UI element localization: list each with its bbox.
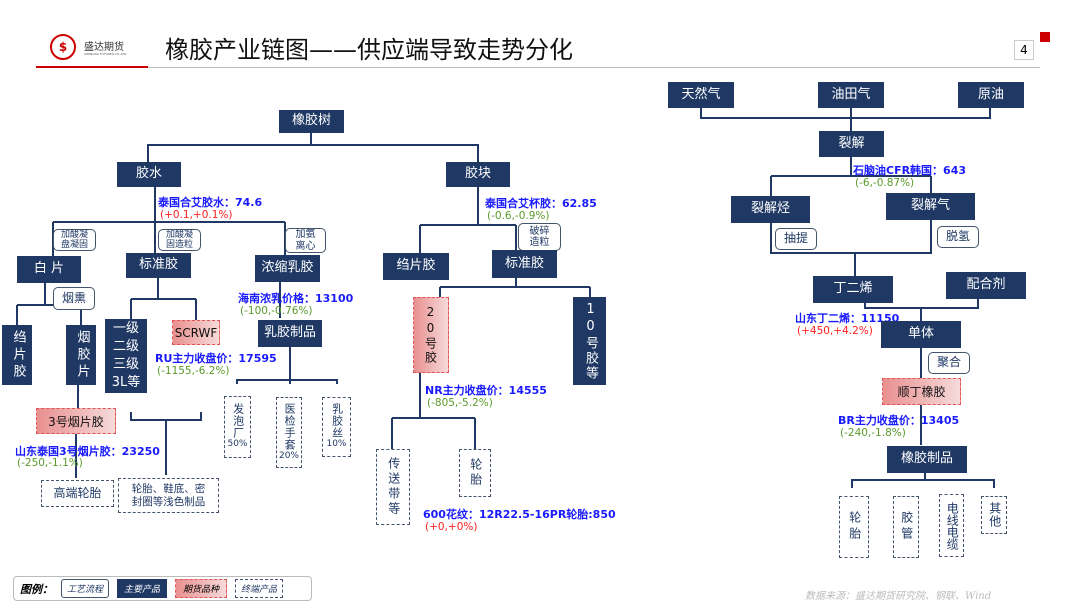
latex-price: 泰国合艾胶水：74.6 xyxy=(158,196,263,209)
node-monomer: 单体 xyxy=(881,321,961,348)
end-light-products: 轮胎、鞋底、密 封圈等浅色制品 xyxy=(118,478,219,513)
future-rss3: 3号烟片胶 xyxy=(36,408,116,434)
node-rubber-products: 橡胶制品 xyxy=(887,446,967,473)
legend-main: 主要产品 xyxy=(117,579,168,598)
end-hose: 胶管 xyxy=(893,496,919,558)
legend: 图例： 工艺流程 主要产品 期货品种 终端产品 xyxy=(13,576,312,601)
logo-sub: SHENGDA FUTURES CO.,LTD. xyxy=(84,52,128,56)
cup-price: 泰国合艾杯胶：62.85 xyxy=(485,197,597,210)
naphtha-change: (-6,-0.87%) xyxy=(855,177,915,189)
logo: $ xyxy=(50,34,76,60)
cup-change: (-0.6,-0.9%) xyxy=(487,210,550,222)
ru-price: RU主力收盘价：17595 xyxy=(155,352,277,365)
end-foam-label: 发泡厂 xyxy=(231,403,245,440)
node-compound: 配合剂 xyxy=(946,272,1026,299)
end-tire: 轮胎 xyxy=(459,449,491,497)
node-latex: 胶水 xyxy=(117,162,181,187)
future-scrwf: SCRWF xyxy=(172,320,220,345)
tire-price: 600花纹：12R22.5-16PR轮胎:850 xyxy=(423,508,616,521)
header-red-line xyxy=(36,66,148,68)
future-br: 顺丁橡胶 xyxy=(882,378,961,405)
legend-title: 图例： xyxy=(20,582,53,596)
naphtha-price: 石脑油CFR韩国：643 xyxy=(853,164,967,177)
node-white-sheet: 白 片 xyxy=(17,256,81,283)
logo-name: 盛达期货 xyxy=(84,42,124,53)
node-standard-rubber-2: 标准胶 xyxy=(492,250,557,278)
nr-change: (-805,-5.2%) xyxy=(427,397,493,409)
butadiene-price: 山东丁二烯：11150 xyxy=(795,312,900,325)
node-rubber-tree: 橡胶树 xyxy=(279,110,344,133)
end-belt: 传送带等 xyxy=(376,449,410,525)
end-cable: 电线电缆 xyxy=(939,494,964,557)
nr-price: NR主力收盘价：14555 xyxy=(425,384,547,397)
process-ammonia: 加氨 离心 xyxy=(285,228,326,253)
header-gray-line xyxy=(148,67,1040,68)
node-butadiene: 丁二烯 xyxy=(813,276,893,303)
node-natural-gas: 天然气 xyxy=(668,82,734,108)
end-thread-pct: 10% xyxy=(326,439,347,450)
corner-mark xyxy=(1040,32,1050,42)
br-change: (-240,-1.8%) xyxy=(840,427,906,439)
node-rss: 烟胶片 xyxy=(66,325,96,385)
node-oilfield-gas: 油田气 xyxy=(818,82,884,108)
node-tsr10: 10号胶等 xyxy=(573,297,606,385)
rss3-price: 山东泰国3号烟片胶：23250 xyxy=(15,445,160,458)
process-acid-granulate: 加酸凝 固造粒 xyxy=(158,229,201,251)
node-crepe: 绉片胶 xyxy=(2,325,32,385)
end-high-tire: 高端轮胎 xyxy=(41,480,114,507)
node-grades: 一级 二级 三级 3L等 xyxy=(105,319,147,393)
page-title: 橡胶产业链图——供应端导致走势分化 xyxy=(165,36,573,64)
future-tsr20: 20号胶 xyxy=(413,297,449,373)
node-cracked-hc: 裂解烃 xyxy=(731,196,810,223)
rss3-change: (-250,-1.1%) xyxy=(17,457,83,469)
legend-process: 工艺流程 xyxy=(61,579,110,598)
legend-end: 终端产品 xyxy=(235,579,284,598)
process-acid-coagulate: 加酸凝 盘凝固 xyxy=(53,229,96,251)
node-crepe-2: 绉片胶 xyxy=(383,253,449,280)
node-concentrated-latex: 浓缩乳胶 xyxy=(255,255,320,282)
end-thread-label: 乳胶丝 xyxy=(330,403,344,440)
end-gloves-pct: 20% xyxy=(278,450,299,461)
end-gloves-label: 医检手套 xyxy=(283,402,297,451)
node-standard-rubber: 标准胶 xyxy=(126,253,191,278)
process-crush: 破碎 造粒 xyxy=(518,223,561,251)
end-tire-2: 轮胎 xyxy=(839,496,869,558)
conc-latex-price: 海南浓乳价格：13100 xyxy=(238,292,354,305)
page-number: 4 xyxy=(1014,40,1034,60)
node-crude: 原油 xyxy=(958,82,1024,108)
br-price: BR主力收盘价：13405 xyxy=(838,414,960,427)
data-source: 数据来源：盛达期货研究院、钢联、Wind xyxy=(805,591,992,602)
ru-change: (-1155,-6.2%) xyxy=(157,365,230,377)
node-latex-products: 乳胶制品 xyxy=(258,320,322,347)
node-cracked-gas: 裂解气 xyxy=(886,193,975,220)
tire-change: (+0,+0%) xyxy=(425,521,478,533)
butadiene-change: (+450,+4.2%) xyxy=(797,325,873,337)
node-block: 胶块 xyxy=(446,162,510,187)
process-extract: 抽提 xyxy=(775,228,817,250)
node-cracking: 裂解 xyxy=(819,131,884,157)
conc-latex-change: (-100,-0.76%) xyxy=(240,305,313,317)
end-other: 其他 xyxy=(981,496,1007,534)
process-smoke: 烟熏 xyxy=(53,287,95,310)
end-foam-pct: 50% xyxy=(227,439,248,450)
process-polymer: 聚合 xyxy=(928,352,970,374)
legend-future: 期货品种 xyxy=(175,579,228,598)
process-dehydro: 脱氢 xyxy=(937,226,979,248)
latex-change: (+0.1,+0.1%) xyxy=(160,209,233,221)
